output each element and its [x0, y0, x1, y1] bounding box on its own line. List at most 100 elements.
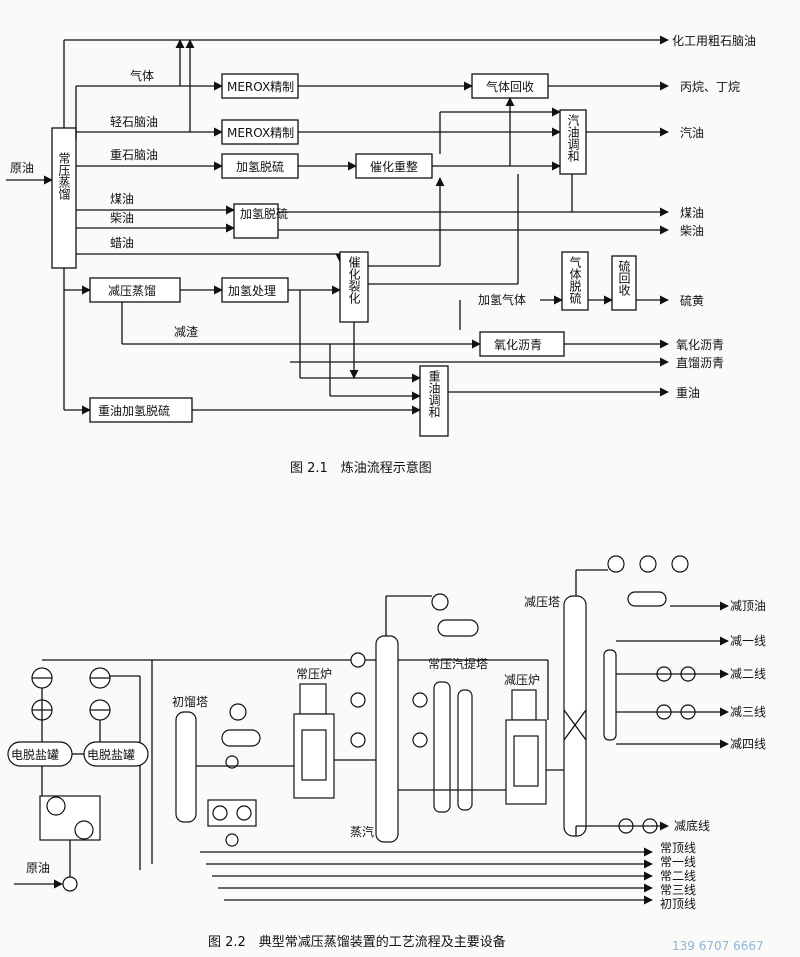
outlet-vac-3: 减三线: [730, 705, 766, 719]
outlet-atm-2: 常二线: [660, 869, 696, 883]
atm-side-ex-5: [412, 732, 428, 748]
atm-side-ex-4: [412, 692, 428, 708]
vac-furnace-coil: [513, 735, 539, 787]
text-merox-1: MEROX精制: [227, 80, 294, 94]
box-ox-asphalt: [479, 331, 565, 357]
label-diesel-in: 柴油: [110, 211, 134, 225]
atm-outlets: 常顶线 常一线 常二线 常三线 初顶线: [200, 841, 696, 911]
text-merox-2: MEROX精制: [227, 126, 294, 140]
vac-furnace-stack: [511, 689, 537, 721]
product-propane-butane: 丙烷、丁烷: [680, 80, 740, 94]
atm-furnace-stack: [299, 683, 327, 715]
outlet-vac-4: 减四线: [730, 737, 766, 751]
label-stripper: 常压汽提塔: [428, 656, 488, 671]
stripper-column: [433, 681, 451, 813]
pre-flash-tower: [175, 711, 197, 823]
text-resid-hds: 重油加氢脱硫: [98, 403, 170, 418]
exchanger-8: [236, 805, 252, 821]
label-crude-2: 原油: [26, 861, 50, 875]
pre-flash-drum: [221, 729, 261, 747]
exchanger-6: [74, 820, 94, 840]
box-hds: [221, 153, 299, 179]
label-light-naphtha: 轻石脑油: [110, 115, 158, 129]
box-sulfur-rec: [611, 255, 637, 311]
label-wax-oil: 蜡油: [110, 236, 134, 250]
caption-figure-2-2: 图 2.2 典型常减压蒸馏装置的工艺流程及主要设备: [208, 934, 506, 950]
label-heavy-naphtha: 重石脑油: [110, 148, 158, 162]
label-desalter-1: 电脱盐罐: [11, 747, 59, 762]
outlet-atm-3: 常三线: [660, 883, 696, 897]
label-kerosene: 煤油: [110, 192, 134, 206]
label-vac-furnace: 减压炉: [504, 673, 540, 687]
box-merox-2: [221, 119, 299, 145]
vac-stripper: [603, 649, 617, 741]
text-gas-desulf: 气体脱硫: [568, 255, 582, 304]
vac-tower: [563, 595, 587, 837]
crude-pump: [62, 876, 78, 892]
text-fcc: 催化裂化: [347, 256, 361, 305]
outlet-pre-flash-top: 初顶线: [660, 897, 696, 911]
atm-top-drum: [437, 619, 479, 637]
label-steam: 蒸汽: [350, 824, 374, 839]
product-diesel: 柴油: [680, 224, 704, 238]
text-gas-recovery: 气体回收: [486, 79, 534, 94]
caption-figure-2-1: 图 2.1 炼油流程示意图: [290, 460, 432, 476]
text-cat-reform: 催化重整: [370, 159, 418, 174]
text-hydrotreat: 加氢处理: [228, 283, 276, 298]
ejector-ex-2: [639, 555, 657, 573]
figure-2-2: 电脱盐罐 电脱盐罐 原油 初馏塔 常压炉: [7, 555, 766, 953]
outlet-atm-top: 常顶线: [660, 841, 696, 855]
atm-side-ex-2: [350, 692, 366, 708]
box-fcc: [339, 251, 369, 323]
atm-furnace-coil: [301, 729, 327, 781]
vac-outlets: 减顶油 减一线 减二线 减三线 减四线 减底线: [575, 599, 766, 836]
label-vac-resid: 减渣: [174, 325, 198, 339]
atm-furnace: [293, 713, 335, 799]
box-cat-reform: [355, 153, 433, 179]
product-ox-asphalt: 氧化沥青: [676, 338, 724, 352]
text-atm-distill: 常压蒸馏: [57, 152, 71, 201]
product-kerosene: 煤油: [680, 206, 704, 220]
atm-tower: [375, 635, 399, 843]
text-hds-2: 加氢脱硫: [240, 206, 288, 221]
product-gasoline: 汽油: [680, 125, 704, 140]
box-gas-desulf: [561, 251, 589, 311]
outlet-vac-1: 减一线: [730, 634, 766, 648]
label-crude: 原油: [10, 161, 34, 175]
box-gasoline-blend: [559, 109, 587, 175]
vac-top-drum: [627, 591, 667, 607]
atm-side-ex-3: [350, 732, 366, 748]
text-gasoline-blend: 汽油调和: [566, 113, 580, 162]
box-hds-2: [233, 203, 279, 239]
label-h2-gas: 加氢气体: [478, 292, 526, 307]
stripper-column-2: [457, 689, 473, 811]
box-hydrotreat: [221, 277, 289, 303]
label-desalter-2: 电脱盐罐: [87, 747, 135, 762]
text-ox-asphalt: 氧化沥青: [494, 338, 542, 352]
figure-2-1: 原油 常压蒸馏 化工用粗石脑油 气体 MEROX精制 气体回收 丙烷、丁烷 轻石…: [6, 34, 756, 476]
watermark: 139 6707 6667: [672, 939, 764, 953]
atm-side-ex-1: [350, 652, 366, 668]
label-pre-flash: 初馏塔: [172, 695, 208, 709]
ejector-ex-1: [607, 555, 625, 573]
text-vac-distill: 减压蒸馏: [108, 284, 156, 298]
outlet-vac-bottom: 减底线: [674, 818, 710, 833]
pre-flash-pump: [225, 755, 239, 769]
outlet-vac-2: 减二线: [730, 667, 766, 681]
label-vac-tower: 减压塔: [524, 595, 560, 609]
label-atm-furnace: 常压炉: [296, 667, 332, 681]
product-chem-naphtha: 化工用粗石脑油: [672, 34, 756, 48]
atm-top-condenser: [431, 593, 449, 611]
product-fuel-oil: 重油: [676, 386, 700, 400]
text-sulfur-rec: 硫回收: [617, 259, 631, 297]
pre-flash-condenser: [229, 703, 247, 721]
ejector-ex-3: [671, 555, 689, 573]
product-straight-asphalt: 直馏沥青: [676, 356, 724, 370]
box-fuel-blend: [419, 365, 449, 437]
exchanger-7: [212, 805, 228, 821]
outlet-atm-1: 常一线: [660, 855, 696, 869]
text-hds: 加氢脱硫: [236, 159, 284, 174]
text-fuel-blend: 重油调和: [427, 370, 441, 418]
